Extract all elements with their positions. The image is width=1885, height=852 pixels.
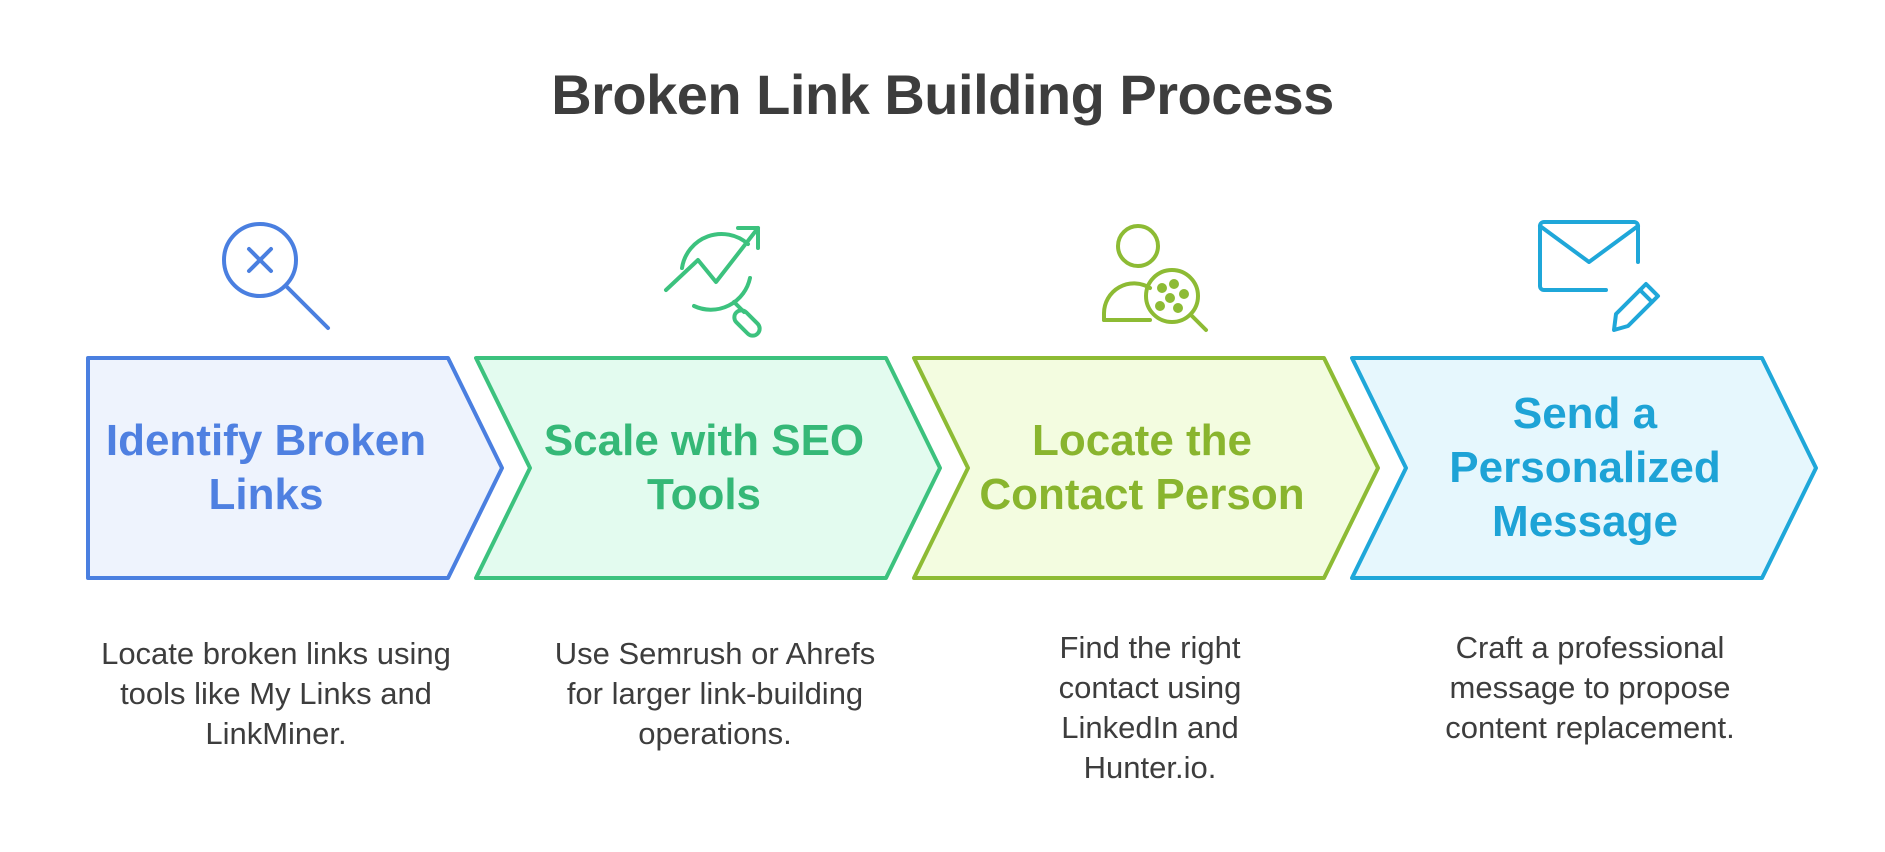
step-1-arrow: Identify Broken Links xyxy=(86,356,506,580)
person-search-icon xyxy=(1090,210,1230,350)
step-1-description: Locate broken links using tools like My … xyxy=(101,636,451,751)
step-3-label: Locate the Contact Person xyxy=(979,416,1305,519)
step-2-description: Use Semrush or Ahrefs for larger link-bu… xyxy=(554,636,876,751)
step-1-label: Identify Broken Links xyxy=(105,416,427,519)
step-4-description: Craft a professional message to propose … xyxy=(1445,630,1735,745)
trend-search-icon xyxy=(650,210,790,350)
step-4-arrow: Send a Personalized Message xyxy=(1350,356,1820,580)
step-4-label: Send a Personalized Message xyxy=(1449,389,1721,546)
step-2-label: Scale with SEO Tools xyxy=(543,416,865,519)
step-3-description: Find the right contact using LinkedIn an… xyxy=(1058,630,1242,785)
magnifier-x-icon xyxy=(210,210,350,350)
diagram-title: Broken Link Building Process xyxy=(551,63,1334,126)
step-3-arrow: Locate the Contact Person xyxy=(912,356,1382,580)
mail-pencil-icon xyxy=(1530,210,1670,350)
step-2-arrow: Scale with SEO Tools xyxy=(474,356,944,580)
